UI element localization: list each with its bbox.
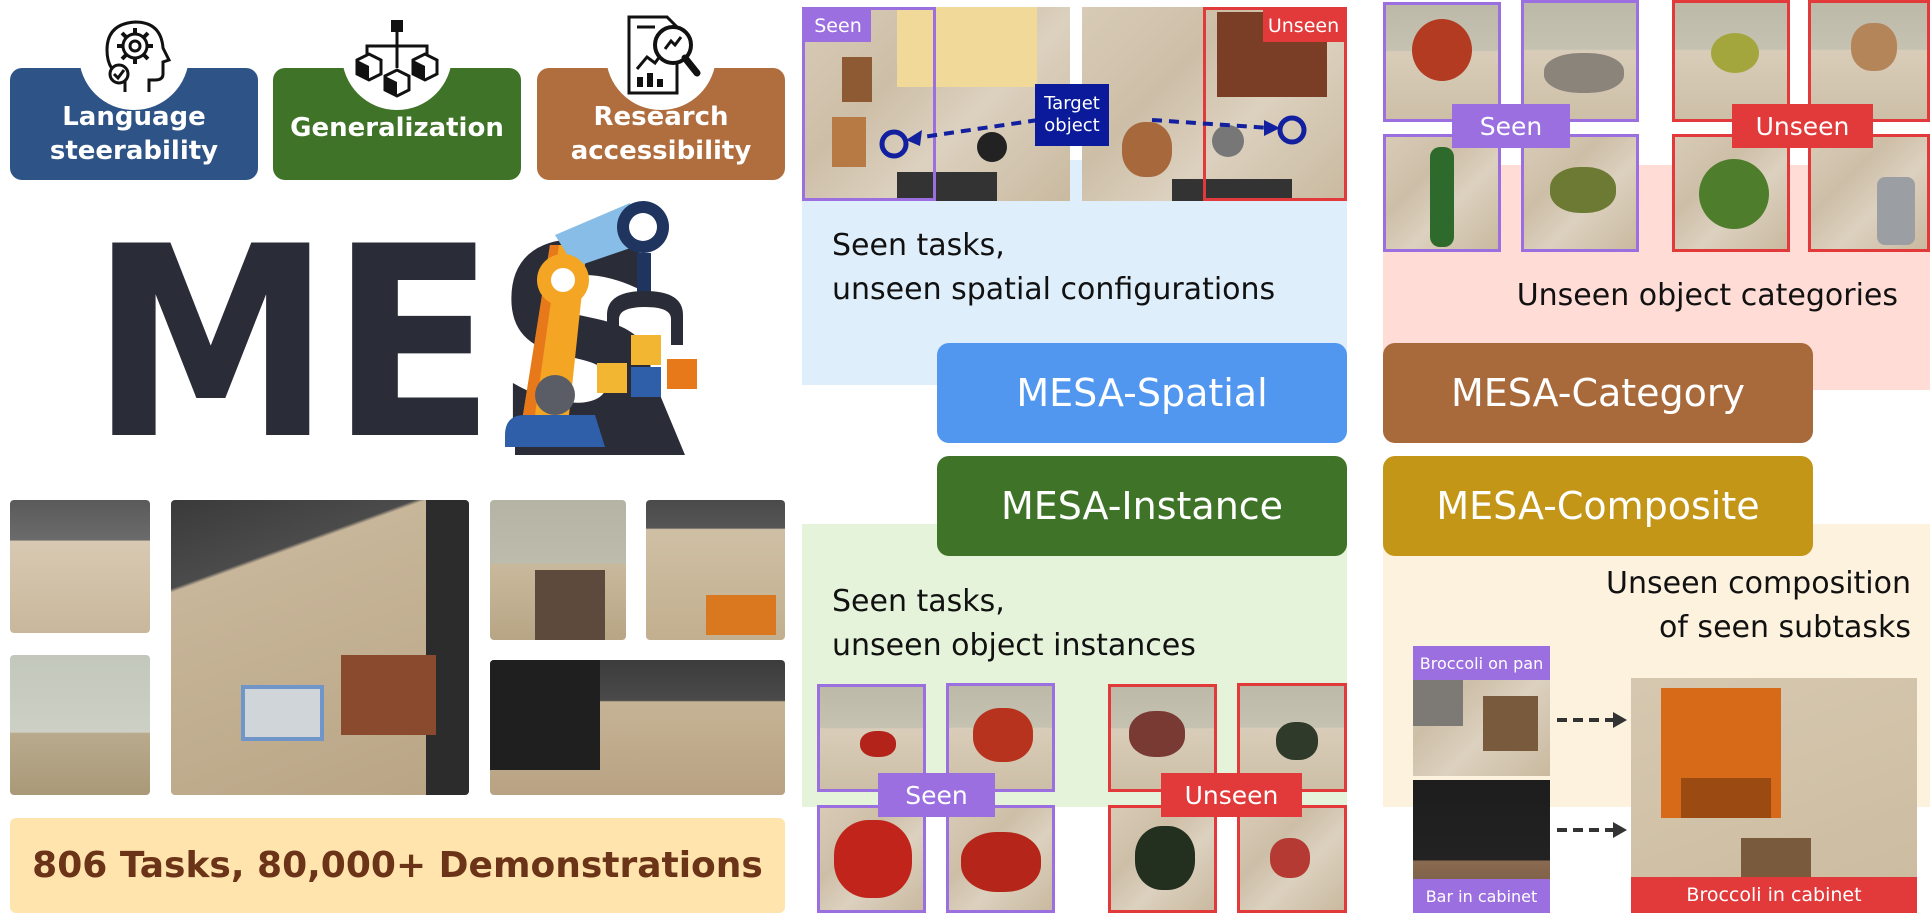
category-seen-tile [1521,134,1639,252]
spatial-seen-label: Seen [805,10,871,42]
spatial-unseen-label: Unseen [1263,10,1344,42]
category-seen-label: Seen [1452,104,1570,148]
composite-caption: Unseen composition of seen subtasks [1606,566,1911,645]
scene-thumbnail [171,500,469,795]
instance-seen-tile [817,805,926,913]
category-seen-tile [1521,0,1639,122]
instance-seen-label: Seen [878,773,995,817]
feature-label: Generalization [290,113,504,144]
instance-unseen-tile [1237,805,1347,913]
spatial-seen-frame [802,7,936,201]
category-seen-tile [1383,134,1501,252]
instance-seen-tile [946,805,1055,913]
category-unseen-tile [1672,0,1790,122]
category-unseen-tile [1808,134,1930,252]
subtask-1-label: Broccoli on pan [1413,646,1550,680]
instance-unseen-label: Unseen [1161,773,1302,817]
composite-result-image [1631,678,1917,913]
head-gear-icon [79,0,189,110]
target-object-label: Target object [1035,84,1109,146]
mesa-composite-badge: MESA-Composite [1383,456,1813,556]
feature-label: Language steerability [49,102,219,166]
robot-arm-icon [495,195,715,455]
spatial-seen-image [802,7,1070,201]
category-caption: Unseen object categories [1516,278,1898,313]
scene-thumbnail [646,500,785,640]
category-unseen-label: Unseen [1732,104,1873,148]
spatial-caption: Seen tasks, unseen spatial configuration… [832,228,1276,307]
feature-generalization: Generalization [273,68,521,180]
feature-label: Research accessibility [570,102,752,166]
category-seen-tile [1383,2,1501,122]
report-magnifier-icon [606,0,716,110]
scene-thumbnail [490,500,626,640]
network-cubes-icon [342,0,452,110]
scene-thumbnail [490,660,785,795]
mesa-spatial-badge: MESA-Spatial [937,343,1347,443]
stats-banner-text: 806 Tasks, 80,000+ Demonstrations [32,845,763,886]
scene-thumbnail [10,500,150,633]
target-arrows [879,115,1307,159]
scene-thumbnail [10,655,150,795]
spatial-unseen-frame [1203,7,1347,201]
result-label: Broccoli in cabinet [1631,877,1917,913]
mesa-category-badge: MESA-Category [1383,343,1813,443]
category-unseen-tile [1672,134,1790,252]
composite-arrows [1557,712,1627,838]
logo-text: MES [90,191,669,498]
instance-caption: Seen tasks, unseen object instances [832,584,1196,663]
mesa-instance-badge: MESA-Instance [937,456,1347,556]
feature-research-accessibility: Research accessibility [537,68,785,180]
instance-unseen-tile [1108,805,1217,913]
subtask-2-label: Bar in cabinet [1413,879,1550,913]
stats-banner: 806 Tasks, 80,000+ Demonstrations [10,818,785,913]
